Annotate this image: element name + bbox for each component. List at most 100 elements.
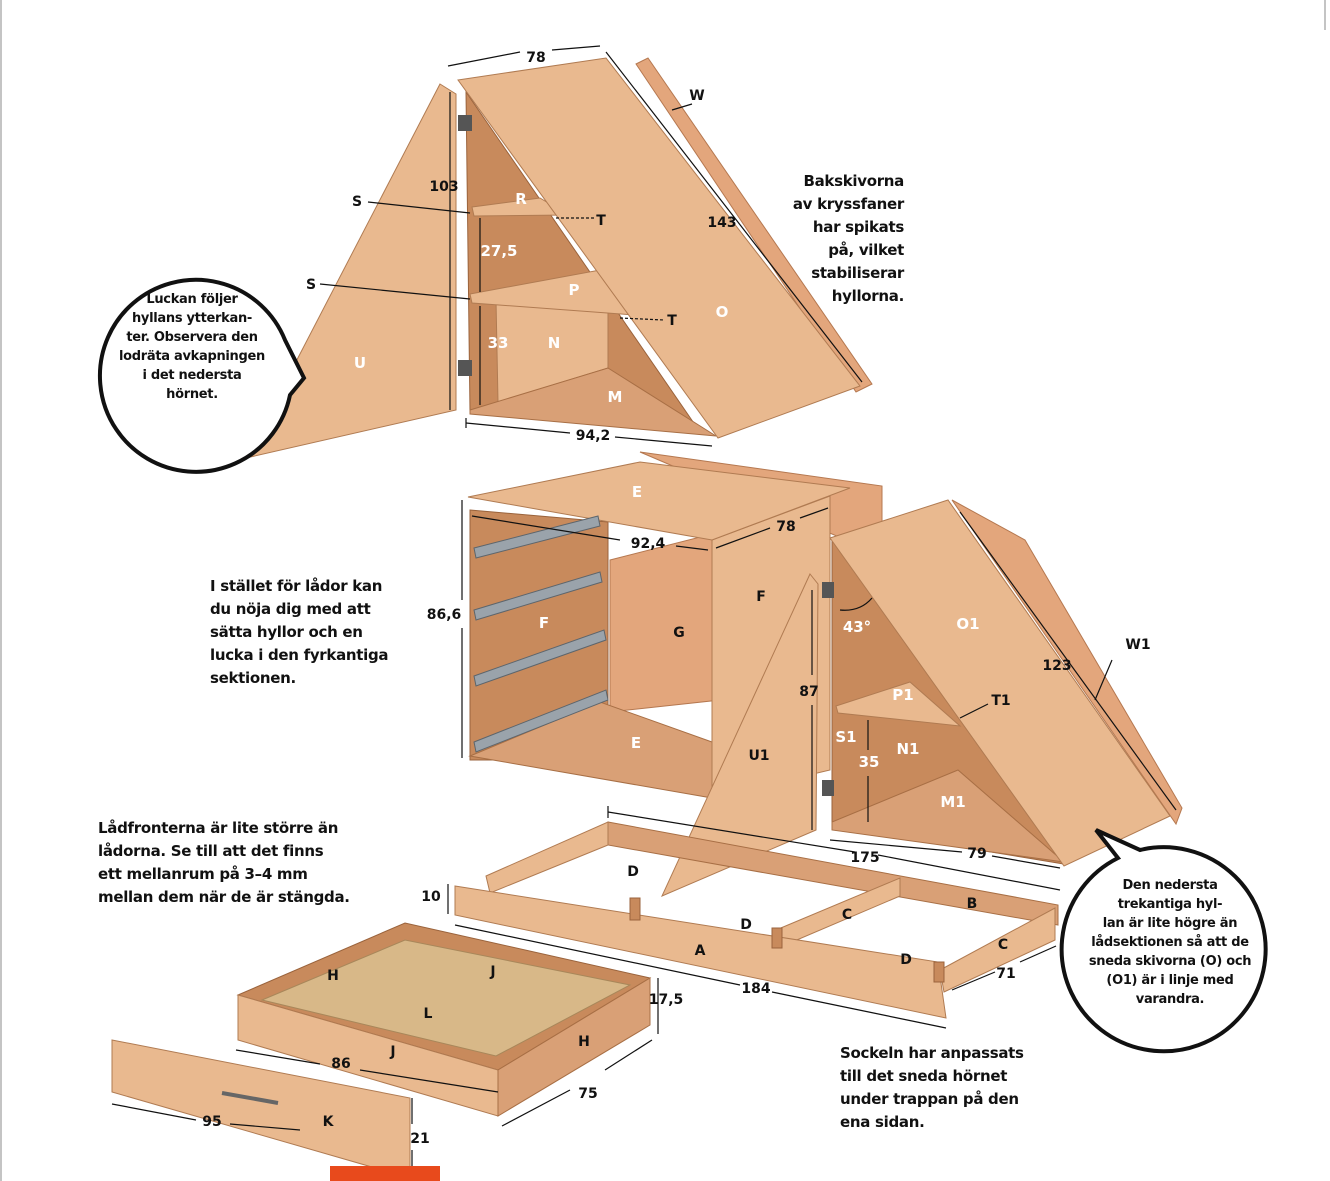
- dim-box-height: 86,6: [427, 607, 462, 623]
- label-l: L: [424, 1006, 433, 1022]
- bubble-line: lan är lite högre än: [1102, 916, 1238, 931]
- part-labels: W S R T S P T O N U M E F G F O1 W1 P1 T…: [306, 88, 1151, 1130]
- bubble-line: ter. Observera den: [126, 330, 258, 345]
- label-d: D: [900, 952, 912, 968]
- drawer-rail: [473, 515, 601, 559]
- plinth-middle-c: [775, 877, 901, 949]
- label-m1: M1: [940, 793, 965, 811]
- label-u: U: [354, 354, 366, 372]
- label-o: O: [716, 303, 729, 321]
- label-g: G: [673, 625, 685, 641]
- label-p: P: [569, 281, 580, 299]
- slanted-panel-o1: [829, 499, 1171, 867]
- label-o1: O1: [956, 615, 979, 633]
- label-n: N: [548, 334, 561, 352]
- block-d: [933, 961, 945, 983]
- note-back-panels: Bakskivorna av kryssfaner har spikats på…: [760, 170, 904, 308]
- dim-base-depth-right: 79: [967, 846, 986, 862]
- label-k: K: [323, 1114, 335, 1130]
- label-h: H: [327, 968, 339, 984]
- bubble-line: sneda skivorna (O) och: [1088, 954, 1252, 969]
- dim-box-depth: 78: [776, 519, 795, 535]
- note-line: till det sneda hörnet: [840, 1067, 1008, 1085]
- shelf-p1: [835, 681, 962, 727]
- note-line: sätta hyllor och en: [210, 623, 363, 641]
- dim-door-height: 87: [799, 684, 818, 700]
- dim-slope-top: 143: [707, 215, 736, 231]
- block-d: [629, 897, 641, 921]
- label-r: R: [515, 190, 527, 208]
- dim-angle: 43°: [843, 618, 871, 636]
- top-triangle-unit: [245, 45, 873, 459]
- label-e: E: [631, 734, 641, 752]
- note-line: I stället för lådor kan: [210, 577, 383, 595]
- label-t: T: [596, 213, 606, 229]
- note-line: ett mellanrum på 3–4 mm: [98, 865, 308, 883]
- note-line: lådorna. Se till att det finns: [98, 842, 324, 860]
- plinth-end-c: [939, 907, 1056, 993]
- bubble-line: lodräta avkapningen: [118, 349, 265, 364]
- label-b: B: [967, 896, 978, 912]
- back-panel-w: [635, 57, 873, 393]
- bubble-line: varandra.: [1135, 992, 1205, 1007]
- dim-top-height: 103: [429, 179, 458, 195]
- note-line: av kryssfaner: [792, 195, 904, 213]
- note-line: Bakskivorna: [803, 172, 904, 190]
- door-u1: [661, 573, 819, 897]
- label-d: D: [740, 917, 752, 933]
- bubble-line: Luckan följer: [146, 292, 238, 307]
- bubble-line: i det nedersta: [142, 368, 242, 383]
- label-e: E: [632, 483, 642, 501]
- plinth: [447, 806, 1061, 1029]
- note-line: hyllorna.: [831, 287, 905, 305]
- dim-base-end: 71: [996, 966, 1015, 982]
- label-m: M: [608, 388, 623, 406]
- plinth-end: [485, 821, 609, 894]
- label-h: H: [578, 1034, 590, 1050]
- drawer-rail: [473, 689, 609, 753]
- bubble-bottom-shelf-text: Den nedersta trekantiga hyl- lan är lite…: [1080, 876, 1260, 1009]
- label-j: J: [389, 1044, 395, 1060]
- handle-icon: [221, 1091, 279, 1105]
- bubble-line: (O1) är i linje med: [1106, 973, 1234, 988]
- dim-front-height: 21: [410, 1131, 429, 1147]
- drawer-side-h: [497, 977, 651, 1117]
- dim-base-length-back: 175: [850, 850, 879, 866]
- dim-shelf-gap-right: 35: [859, 753, 880, 771]
- note-line: under trappan på den: [840, 1090, 1019, 1108]
- hinge-icon: [822, 780, 834, 796]
- dim-base-height: 10: [421, 889, 441, 905]
- dim-slope-right: 123: [1042, 658, 1071, 674]
- speech-bubble-bottom-shelf: [1059, 828, 1268, 1054]
- dim-top-base: 94,2: [576, 428, 611, 444]
- drawer-box-section: [461, 451, 883, 799]
- note-line: ena sidan.: [840, 1113, 925, 1131]
- note-line: Sockeln har anpassats: [840, 1044, 1024, 1062]
- note-line: lucka i den fyrkantiga: [210, 646, 389, 664]
- bubble-line: lådsektionen så att de: [1091, 935, 1249, 950]
- bubble-line: hörnet.: [166, 387, 218, 402]
- drawer-rail: [473, 629, 607, 687]
- dim-drawer-depth: 75: [578, 1086, 597, 1102]
- label-j: J: [489, 964, 495, 980]
- label-d: D: [627, 864, 639, 880]
- bubble-line: hyllans ytterkan-: [131, 311, 253, 326]
- back-panel-g: [609, 531, 721, 713]
- dim-drawer-height: 17,5: [649, 992, 684, 1008]
- note-line: du nöja dig med att: [210, 600, 371, 618]
- right-triangle-unit: [661, 499, 1183, 897]
- top-e: [467, 461, 851, 541]
- dim-shelf-gap-upper: 27,5: [480, 242, 517, 260]
- label-w1: W1: [1125, 637, 1150, 653]
- label-p1: P1: [892, 686, 913, 704]
- hinge-icon: [458, 360, 472, 376]
- label-t1: T1: [991, 693, 1010, 709]
- label-s: S: [352, 194, 362, 210]
- note-line: mellan dem när de är stängda.: [98, 888, 350, 906]
- dim-base-length-front: 184: [741, 981, 770, 997]
- bubble-door-text: Luckan följer hyllans ytterkan- ter. Obs…: [112, 290, 272, 404]
- dim-top-width: 78: [526, 50, 545, 66]
- label-t: T: [667, 313, 677, 329]
